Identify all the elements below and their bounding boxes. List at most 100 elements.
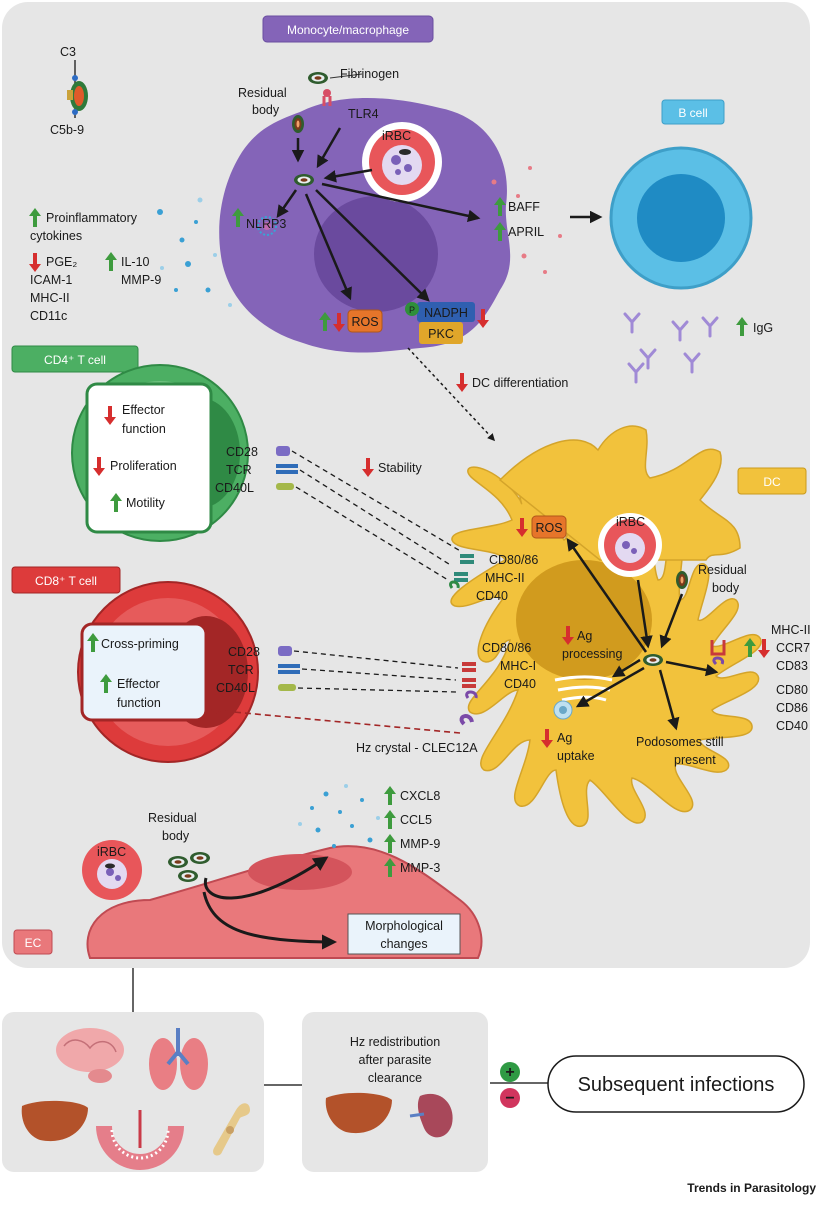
minus-icon: − [500,1088,520,1108]
cd8-t-cell [77,581,259,763]
svg-text:present: present [674,753,716,767]
svg-text:DC differentiation: DC differentiation [472,376,568,390]
svg-text:ICAM-1: ICAM-1 [30,273,72,287]
svg-text:EC: EC [25,936,42,950]
svg-text:body: body [162,829,190,843]
svg-text:CD80: CD80 [776,683,808,697]
secretion-dots-right [491,166,562,274]
dc-ros: ROS [516,515,567,539]
bone-icon [213,1103,250,1156]
ec-secreted: CXCL8 CCL5 MMP-9 MMP-3 [384,786,440,877]
svg-text:MHC-I: MHC-I [500,659,536,673]
svg-text:CD11c: CD11c [30,309,67,323]
svg-text:MHC-II: MHC-II [485,571,525,585]
cd4-header: CD4⁺ T cell [11,345,139,373]
cd4-t-cell [71,364,249,542]
hz-crystal-label: Hz crystal - CLEC12A [356,741,478,755]
macrophage-cytokines: Proinflammatory cytokines PGE₂ ICAM-1 MH… [29,208,161,323]
svg-text:processing: processing [562,647,622,661]
svg-text:B cell: B cell [678,106,707,120]
macrophage-residual-body-1: Residual [238,86,287,100]
bcell-header: B cell [661,99,725,125]
dc-ligands-top: CD80/86 MHC-II CD40 [449,553,538,603]
liver-icon [21,1100,89,1142]
journal-footer: Trends in Parasitology [687,1181,816,1195]
macrophage-ros: ROS [351,315,378,329]
dc-podosomes: Podosomes still present [636,735,724,767]
ros-nadph-cluster: ROS NADPH P PKC [319,302,489,344]
cd8-header: CD8⁺ T cell [11,566,121,594]
svg-text:Residual: Residual [698,563,747,577]
dc-ag-processing: Ag processing [562,626,622,661]
morph-changes-2: changes [380,937,427,951]
phospho-badge: P [409,305,415,315]
svg-text:−: − [505,1090,514,1107]
svg-text:APRIL: APRIL [508,225,544,239]
monocyte-header: Monocyte/macrophage [262,15,434,43]
brain-icon [56,1028,124,1083]
svg-text:TCR: TCR [226,463,252,477]
antibodies: IgG [623,312,773,384]
dc-residual-body: Residual body [698,563,747,595]
svg-text:IL-10: IL-10 [121,255,150,269]
cd4-receptors: CD28 TCR CD40L [215,445,298,495]
svg-text:Cross-priming: Cross-priming [101,637,179,651]
ec-secretion-dots [298,784,380,848]
svg-text:function: function [122,422,166,436]
svg-text:MMP-9: MMP-9 [400,837,440,851]
cd8-receptors: CD28 TCR CD40L [216,645,300,695]
plus-icon: + [500,1062,520,1082]
placenta-icon [96,1110,184,1170]
svg-text:Residual: Residual [148,811,197,825]
svg-text:Monocyte/macrophage: Monocyte/macrophage [287,23,409,37]
lungs-icon [149,1028,208,1090]
svg-text:uptake: uptake [557,749,595,763]
svg-text:Motility: Motility [126,496,166,510]
svg-text:Subsequent infections: Subsequent infections [578,1074,775,1096]
dc-internal-arrows [566,537,719,731]
svg-text:after parasite: after parasite [359,1053,432,1067]
svg-text:CD40: CD40 [476,589,508,603]
svg-text:cytokines: cytokines [30,229,82,243]
dc-markers: MHC-II CCR7 CD83 CD80 CD86 CD40 [710,623,811,733]
ec-residual-body: Residual body [148,811,210,882]
svg-text:ROS: ROS [535,521,562,535]
ec-header: EC [13,929,53,955]
svg-text:MMP-9: MMP-9 [121,273,161,287]
svg-text:BAFF: BAFF [508,200,540,214]
svg-text:Effector: Effector [122,403,165,417]
tlr4-label: TLR4 [348,107,379,121]
svg-text:+: + [505,1064,514,1081]
macrophage-arrows [276,127,603,302]
secretion-dots-left [157,197,232,307]
clec12a-arrow [210,706,461,734]
dendritic-cell: iRBC [450,425,762,827]
svg-text:CD40L: CD40L [215,481,254,495]
svg-text:CD28: CD28 [226,445,258,459]
redistribution-panel: Hz redistribution after parasite clearan… [302,1012,488,1172]
subsequent-infections: Subsequent infections [547,1055,805,1113]
svg-text:Podosomes still: Podosomes still [636,735,724,749]
endothelial-cell: Morphological changes [86,845,483,959]
svg-text:CD28: CD28 [228,645,260,659]
svg-text:CD86: CD86 [776,701,808,715]
morph-changes-1: Morphological [365,919,443,933]
svg-text:body: body [712,581,740,595]
svg-text:CD40: CD40 [504,677,536,691]
organs-panel [2,1012,264,1172]
svg-text:MHC-II: MHC-II [30,291,70,305]
svg-text:CD83: CD83 [776,659,808,673]
svg-text:CD40L: CD40L [216,681,255,695]
macrophage-irbc-label: iRBC [382,129,411,143]
c5b9-label: C5b-9 [50,123,84,137]
cd4-effects: Effector function Proliferation Motility [93,403,177,512]
svg-text:CCR7: CCR7 [776,641,810,655]
svg-text:Ag: Ag [577,629,592,643]
svg-text:Effector: Effector [117,677,160,691]
dc-ag-uptake: Ag uptake [541,729,595,763]
igg-label: IgG [753,321,773,335]
svg-text:Proinflammatory: Proinflammatory [46,211,138,225]
dc-irbc-label: iRBC [616,515,645,529]
svg-text:TCR: TCR [228,663,254,677]
c3-label: C3 [60,45,76,59]
